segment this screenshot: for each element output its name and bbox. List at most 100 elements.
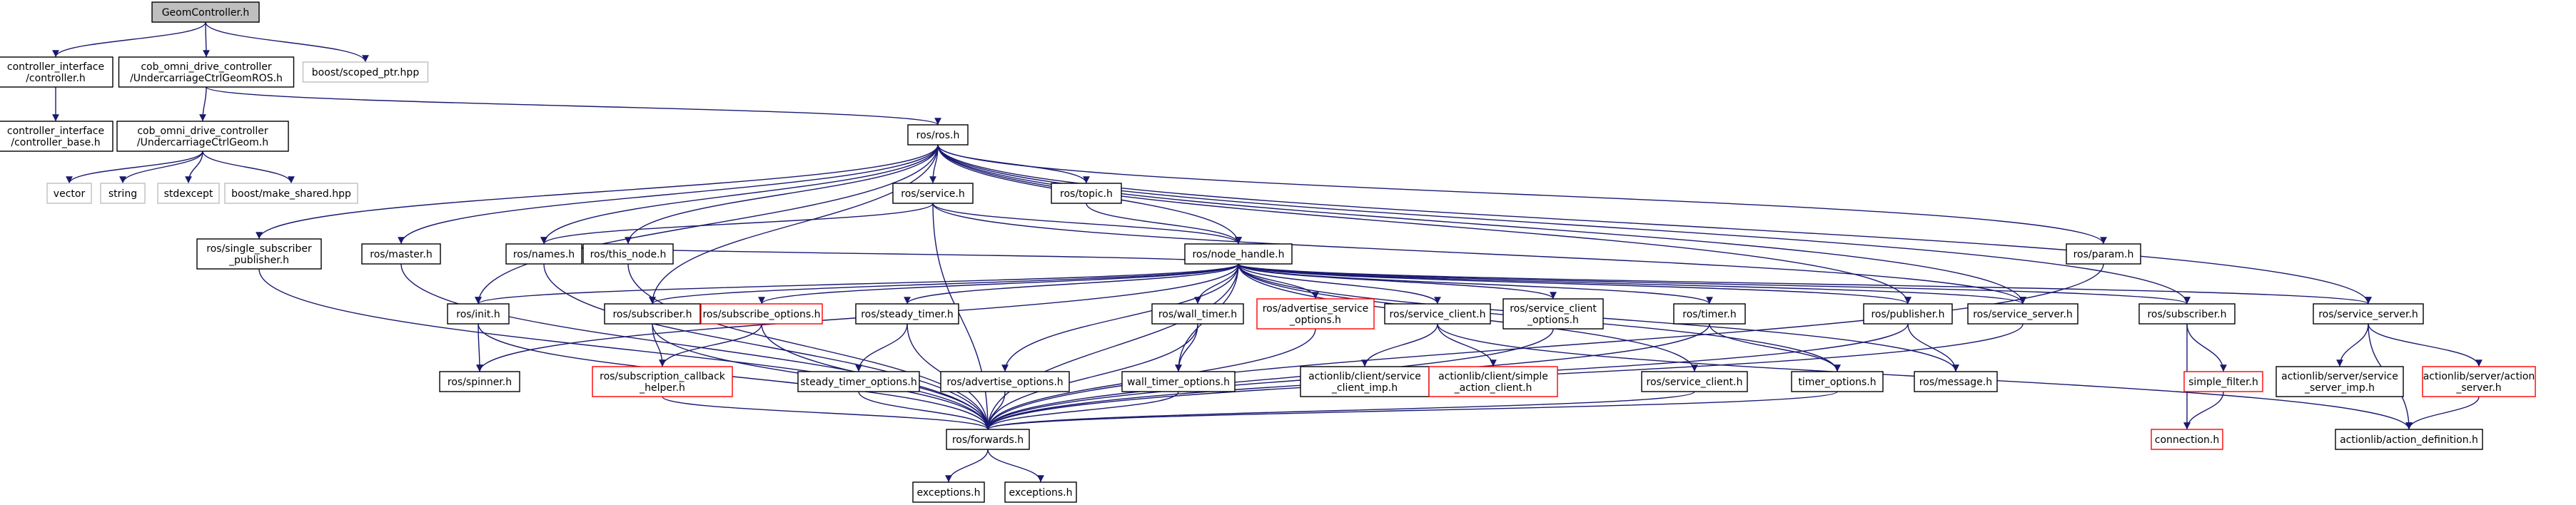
node-actionlib-client-service-client-imp-h[interactable]: actionlib/client/service_client_imp.h bbox=[1300, 366, 1430, 397]
node-label: ros/this_node.h bbox=[590, 249, 667, 260]
edge-timer-options-h-to-ros-forwards-h bbox=[984, 391, 1838, 430]
node-box bbox=[1184, 243, 1293, 265]
node-ros-service-h[interactable]: ros/service.h bbox=[892, 183, 974, 204]
edge-ros-service-h-to-ros-service-server-h bbox=[932, 203, 2026, 305]
node-timer-options-h[interactable]: timer_options.h bbox=[1791, 371, 1884, 392]
edge-ros-service-client-h-2-to-ros-forwards-h bbox=[984, 391, 1695, 430]
node-string[interactable]: string bbox=[100, 183, 146, 204]
node-connection-h[interactable]: connection.h bbox=[2151, 429, 2223, 450]
node-label: ros/advertise_service bbox=[1263, 303, 1369, 315]
node-cob-omni-drive-controller-undercarriagectrlgeomros-h[interactable]: cob_omni_drive_controller/UndercarriageC… bbox=[118, 56, 295, 88]
node-box bbox=[302, 61, 429, 83]
node-label: timer_options.h bbox=[1798, 377, 1876, 388]
node-ros-param-h[interactable]: ros/param.h bbox=[2066, 243, 2141, 265]
node-box bbox=[46, 183, 92, 204]
node-ros-names-h[interactable]: ros/names.h bbox=[505, 243, 582, 265]
node-ros-topic-h[interactable]: ros/topic.h bbox=[1051, 183, 1122, 204]
node-wall-timer-options-h[interactable]: wall_timer_options.h bbox=[1121, 371, 1236, 392]
node-label: steady_timer_options.h bbox=[800, 377, 916, 388]
node-exceptions-h-2[interactable]: exceptions.h bbox=[1004, 481, 1077, 503]
edge-ros-service-h-to-ros-names-h bbox=[540, 203, 934, 245]
node-geomcontroller-h[interactable]: GeomController.h bbox=[151, 1, 260, 23]
node-ros-init-h[interactable]: ros/init.h bbox=[447, 303, 510, 325]
node-ros-master-h[interactable]: ros/master.h bbox=[361, 243, 441, 265]
node-label: _options.h bbox=[1527, 315, 1579, 326]
node-label: simple_filter.h bbox=[2188, 377, 2258, 388]
node-label: wall_timer_options.h bbox=[1127, 377, 1230, 388]
node-box bbox=[892, 183, 974, 204]
node-ros-node-handle-h[interactable]: ros/node_handle.h bbox=[1184, 243, 1293, 265]
node-ros-this-node-h[interactable]: ros/this_node.h bbox=[582, 243, 674, 265]
node-boost-scoped-ptr-hpp[interactable]: boost/scoped_ptr.hpp bbox=[302, 61, 429, 83]
node-label: ros/publisher.h bbox=[1871, 309, 1944, 320]
edge-wall-timer-options-h-to-ros-forwards-h bbox=[984, 391, 1179, 430]
node-ros-subscriber-h[interactable]: ros/subscriber.h bbox=[604, 303, 701, 325]
node-box bbox=[1004, 481, 1077, 503]
node-label: ros/subscriber.h bbox=[2147, 309, 2226, 320]
node-actionlib-server-service-server-imp-h[interactable]: actionlib/server/service_server_imp.h bbox=[2276, 366, 2404, 397]
node-label: cob_omni_drive_controller bbox=[141, 61, 272, 73]
node-boost-make-shared-hpp[interactable]: boost/make_shared.hpp bbox=[224, 183, 358, 204]
edge-ros-this-node-h-to-ros-forwards-h bbox=[627, 263, 991, 430]
edge-ros-subscribe-options-h-to-ros-subscription-callback-helper-h bbox=[659, 323, 762, 367]
node-simple-filter-h[interactable]: simple_filter.h bbox=[2183, 371, 2263, 392]
node-exceptions-h[interactable]: exceptions.h bbox=[912, 481, 985, 503]
node-ros-ros-h[interactable]: ros/ros.h bbox=[907, 124, 969, 146]
node-box bbox=[1641, 371, 1748, 392]
edge-ros-topic-h-to-ros-node-handle-h bbox=[1086, 203, 1242, 245]
node-ros-wall-timer-h[interactable]: ros/wall_timer.h bbox=[1151, 303, 1244, 325]
node-actionlib-server-action-server-h[interactable]: actionlib/server/action_server.h bbox=[2422, 366, 2536, 397]
edge-cob-omni-drive-controller-undercarriagectrlgeomros-h-to-cob-omni-drive-controller-undercarriagectrlgeom-h bbox=[199, 86, 207, 122]
node-ros-service-client-h[interactable]: ros/service_client.h bbox=[1384, 303, 1491, 325]
node-ros-forwards-h[interactable]: ros/forwards.h bbox=[946, 429, 1030, 450]
edge-ros-node-handle-h-to-ros-subscribe-options-h bbox=[758, 263, 1239, 305]
node-actionlib-action-definition-h[interactable]: actionlib/action_definition.h bbox=[2335, 429, 2483, 450]
node-box bbox=[224, 183, 358, 204]
edge-cob-omni-drive-controller-undercarriagectrlgeom-h-to-vector bbox=[66, 151, 203, 184]
node-box bbox=[361, 243, 441, 265]
node-ros-publisher-h[interactable]: ros/publisher.h bbox=[1863, 303, 1953, 325]
node-box bbox=[1428, 366, 1558, 397]
node-box bbox=[1791, 371, 1884, 392]
edge-ros-ros-h-to-ros-publisher-h bbox=[937, 144, 1911, 305]
node-vector[interactable]: vector bbox=[46, 183, 92, 204]
node-label: ros/subscription_callback bbox=[600, 371, 726, 382]
node-box bbox=[1673, 303, 1746, 325]
node-ros-service-client-options-h[interactable]: ros/service_client_options.h bbox=[1502, 298, 1604, 330]
node-controller-interface-controller-base-h[interactable]: controller_interface/controller_base.h bbox=[0, 121, 113, 152]
node-ros-advertise-service-options-h[interactable]: ros/advertise_service_options.h bbox=[1256, 298, 1375, 330]
node-label: ros/service_server.h bbox=[1973, 309, 2073, 320]
edge-ros-ros-h-to-ros-param-h bbox=[937, 144, 2107, 245]
node-label: _helper.h bbox=[639, 382, 685, 394]
node-controller-interface-controller-h[interactable]: controller_interface/controller.h bbox=[0, 56, 113, 88]
node-actionlib-client-simple-action-client-h[interactable]: actionlib/client/simple_action_client.h bbox=[1428, 366, 1558, 397]
node-label: ros/service_client bbox=[1510, 303, 1597, 315]
node-box bbox=[946, 429, 1030, 450]
node-label: ros/master.h bbox=[370, 249, 432, 260]
node-ros-service-client-h-2[interactable]: ros/service_client.h bbox=[1641, 371, 1748, 392]
node-ros-steady-timer-h[interactable]: ros/steady_timer.h bbox=[855, 303, 959, 325]
node-ros-subscriber-h-2[interactable]: ros/subscriber.h bbox=[2138, 303, 2236, 325]
node-cob-omni-drive-controller-undercarriagectrlgeom-h[interactable]: cob_omni_drive_controller/UndercarriageC… bbox=[116, 121, 289, 152]
node-ros-spinner-h[interactable]: ros/spinner.h bbox=[439, 371, 520, 392]
node-ros-timer-h[interactable]: ros/timer.h bbox=[1673, 303, 1746, 325]
edge-ros-node-handle-h-to-ros-steady-timer-h bbox=[904, 263, 1239, 305]
node-ros-subscribe-options-h[interactable]: ros/subscribe_options.h bbox=[700, 303, 823, 325]
node-stdexcept[interactable]: stdexcept bbox=[157, 183, 220, 204]
node-label: boost/make_shared.hpp bbox=[231, 188, 351, 200]
node-ros-service-server-h-2[interactable]: ros/service_server.h bbox=[2313, 303, 2424, 325]
node-label: ros/service_client.h bbox=[1390, 309, 1486, 320]
node-box bbox=[116, 121, 289, 152]
edge-ros-node-handle-h-to-ros-timer-h bbox=[1238, 263, 1713, 305]
node-ros-advertise-options-h[interactable]: ros/advertise_options.h bbox=[940, 371, 1070, 392]
node-ros-subscription-callback-helper-h[interactable]: ros/subscription_callback_helper.h bbox=[592, 366, 733, 397]
edge-ros-init-h-to-ros-forwards-h bbox=[478, 323, 991, 430]
node-label: ros/subscribe_options.h bbox=[702, 309, 820, 320]
edge-ros-ros-h-to-ros-single-subscriber-publisher-h bbox=[256, 144, 939, 240]
node-ros-service-server-h[interactable]: ros/service_server.h bbox=[1967, 303, 2079, 325]
node-ros-message-h[interactable]: ros/message.h bbox=[1914, 371, 1998, 392]
nodes-layer: GeomController.h controller_interface/con… bbox=[0, 1, 2536, 503]
edge-ros-ros-h-to-ros-this-node-h bbox=[625, 144, 939, 245]
node-ros-single-subscriber-publisher-h[interactable]: ros/single_subscriber_publisher.h bbox=[196, 238, 322, 270]
node-steady-timer-options-h[interactable]: steady_timer_options.h bbox=[797, 371, 920, 392]
